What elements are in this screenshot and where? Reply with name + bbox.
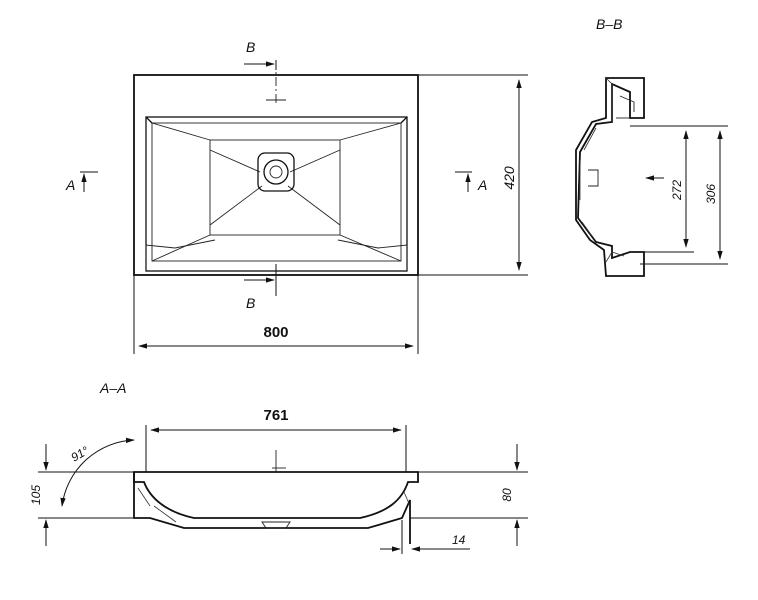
dim-width-800: 800: [263, 324, 288, 341]
dim-height-420: 420: [501, 166, 517, 190]
cut-label-b-bottom: B: [246, 295, 255, 311]
dim-depth-80: 80: [500, 488, 514, 502]
drain-icon: [257, 152, 295, 192]
dim-angle-91: 91°: [69, 443, 92, 464]
cut-label-a-right: A: [477, 177, 487, 193]
dim-bb-306: 306: [704, 184, 718, 204]
dim-inner-761: 761: [263, 407, 288, 424]
dim-wall-14: 14: [452, 533, 466, 547]
dim-depth-105: 105: [29, 485, 43, 505]
top-view: B B A A 420 800: [65, 39, 528, 354]
cut-label-b-top: B: [246, 39, 255, 55]
section-bb: B–B 272 306: [575, 16, 728, 277]
section-label-bb: B–B: [596, 16, 622, 32]
cut-label-a-left: A: [65, 177, 75, 193]
section-label-aa: A–A: [99, 380, 126, 396]
dim-bb-272: 272: [670, 180, 684, 201]
section-aa: A–A 761 91° 105 80 14: [29, 380, 528, 554]
